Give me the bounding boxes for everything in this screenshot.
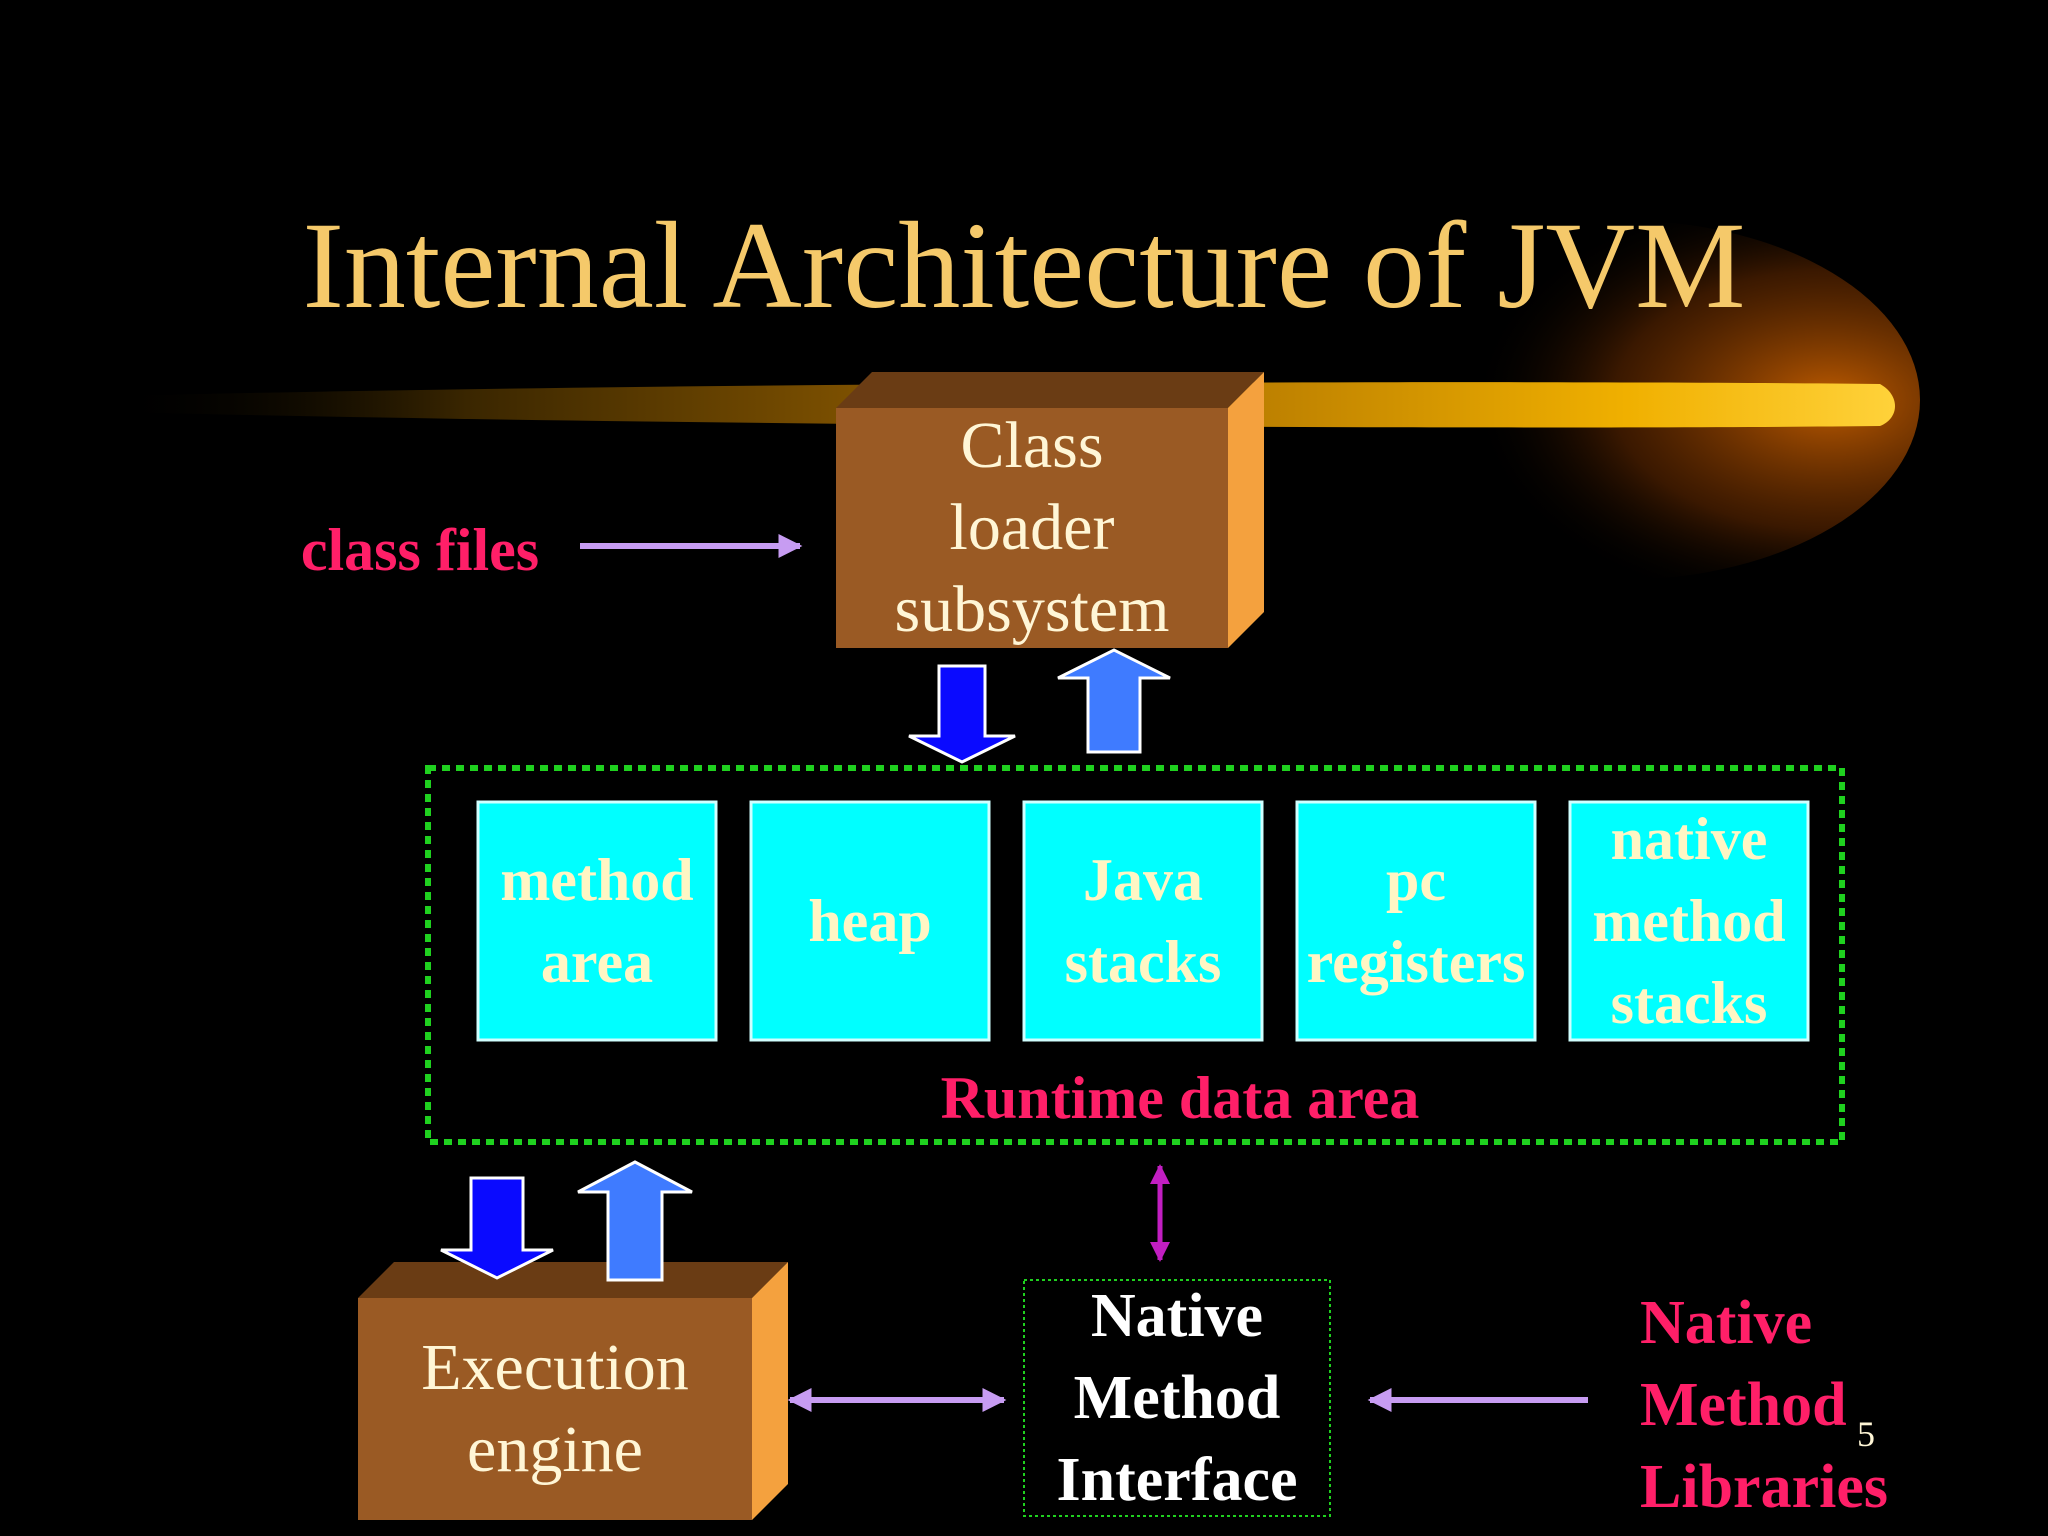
native-method-stacks-box bbox=[1568, 800, 1810, 1042]
heap-box bbox=[749, 800, 991, 1042]
native-method-stacks-label: native method stacks bbox=[1592, 806, 1786, 1036]
execution-engine-label: Execution engine bbox=[421, 1331, 689, 1486]
execution-engine-box bbox=[358, 1262, 788, 1520]
arrow-up-classloader-icon bbox=[1057, 648, 1171, 754]
method-area-box bbox=[476, 800, 718, 1042]
java-stacks-box bbox=[1022, 800, 1264, 1042]
class-loader-line: subsystem bbox=[894, 573, 1170, 646]
arrow-down-execution-icon bbox=[440, 1176, 554, 1280]
heap-label: heap bbox=[808, 888, 932, 954]
runtime-data-area-border bbox=[425, 765, 1845, 1145]
page-number: 5 bbox=[1857, 1414, 1875, 1454]
class-loader-line: loader bbox=[949, 491, 1115, 564]
native-method-interface-border bbox=[1023, 1279, 1331, 1517]
java-stacks-label: Java stacks bbox=[1064, 847, 1222, 995]
native-method-interface-label: Native Method Interface bbox=[1056, 1282, 1298, 1514]
runtime-data-area-label: Runtime data area bbox=[940, 1065, 1420, 1131]
class-files-label: class files bbox=[300, 517, 540, 583]
arrow-down-classloader-icon bbox=[908, 664, 1016, 764]
pc-registers-label: pc registers bbox=[1306, 847, 1526, 995]
native-method-libraries-label: Native Method Libraries bbox=[1640, 1289, 1888, 1521]
slide-title: Internal Architecture of JVM bbox=[302, 197, 1746, 334]
class-loader-line: Class bbox=[960, 409, 1104, 482]
class-loader-box bbox=[836, 372, 1264, 648]
runtime-memory-boxes bbox=[476, 800, 1810, 1042]
method-area-label: method area bbox=[500, 847, 694, 995]
arrow-up-execution-icon bbox=[577, 1160, 693, 1282]
class-loader-label: Class loader subsystem bbox=[836, 408, 1228, 648]
pc-registers-box bbox=[1295, 800, 1537, 1042]
